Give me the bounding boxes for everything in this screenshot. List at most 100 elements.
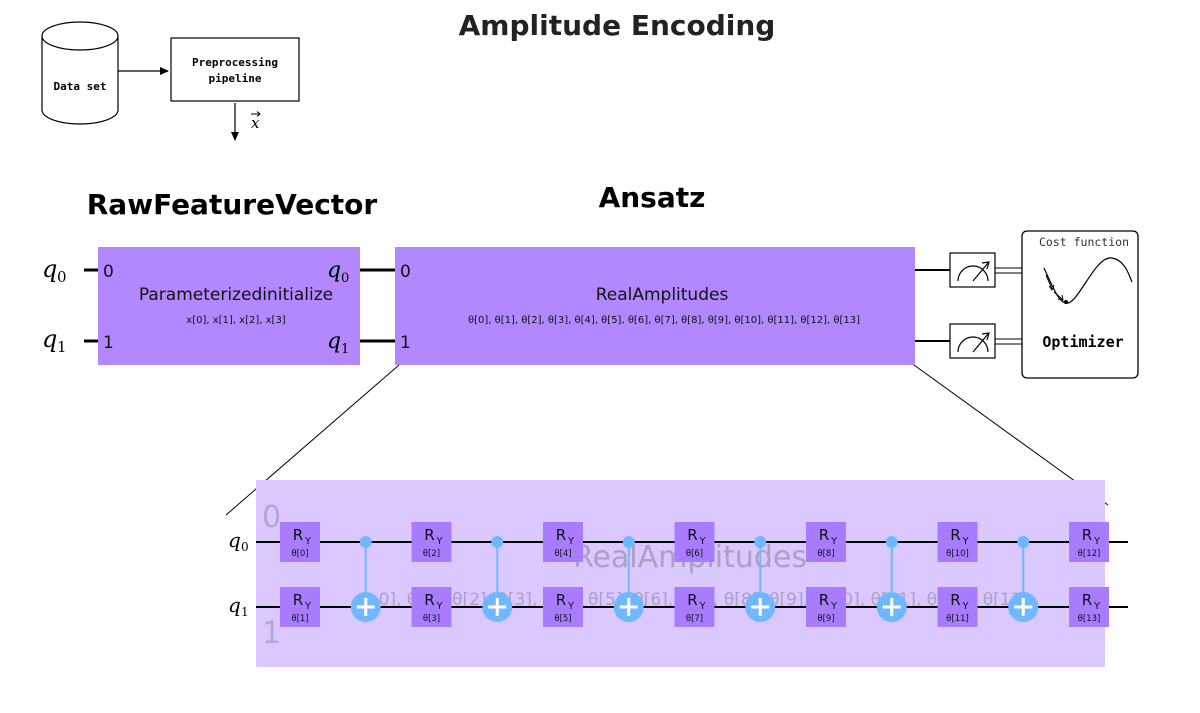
dataset-cylinder: Data set (41, 21, 119, 125)
gate-name: R (687, 526, 697, 544)
data-pipeline: Data set Preprocessing pipeline x (41, 21, 300, 141)
svg-text:1: 1 (341, 342, 349, 357)
svg-text:0: 0 (241, 540, 249, 554)
ansatz-box-params: θ[0], θ[1], θ[2], θ[3], θ[4], θ[5], θ[6]… (468, 315, 860, 326)
gate-name: R (424, 526, 434, 544)
gate-param: θ[7] (686, 614, 703, 624)
gate-param: θ[3] (423, 614, 440, 624)
gate-param: θ[11] (946, 614, 969, 624)
svg-text:q: q (327, 329, 341, 354)
zoom-line-left (225, 364, 400, 516)
gate-name: R (687, 591, 697, 609)
cnot-gate-4 (876, 536, 907, 622)
svg-text:1: 1 (57, 338, 67, 356)
gate-param: θ[13] (1078, 614, 1101, 624)
ansatz-heading: Ansatz (599, 181, 706, 214)
gate-subscript: Y (435, 536, 443, 547)
gate-param: θ[8] (817, 549, 834, 559)
gate-name: R (819, 526, 829, 544)
cost-function-label: Cost function (1039, 235, 1129, 249)
cnot-control (754, 536, 767, 548)
gate-name: R (293, 591, 303, 609)
ansatz-box: 0 1 RealAmplitudes θ[0], θ[1], θ[2], θ[3… (395, 247, 915, 365)
gate-subscript: Y (961, 536, 969, 547)
raw-feature-vector-heading: RawFeatureVector (87, 188, 378, 221)
preprocessing-label-line2: pipeline (209, 72, 262, 85)
page-title: Amplitude Encoding (459, 9, 776, 42)
gate-param: θ[6] (686, 549, 703, 559)
gate-param: θ[12] (1078, 549, 1101, 559)
ansatz-index-0: 0 (400, 262, 411, 282)
gate-subscript: Y (304, 536, 312, 547)
gate-subscript: Y (1093, 601, 1101, 612)
descent-arrows (1045, 274, 1064, 301)
gate-subscript: Y (567, 536, 575, 547)
gate-subscript: Y (304, 601, 312, 612)
cnot-control (491, 536, 504, 548)
cnot-control (1017, 536, 1030, 548)
gate-subscript: Y (830, 536, 838, 547)
gate-param: θ[10] (946, 549, 969, 559)
measure-icon-q1 (949, 323, 996, 359)
gate-subscript: Y (698, 601, 706, 612)
raw-box-params: x[0], x[1], x[2], x[3] (186, 315, 286, 326)
preprocessing-label-line1: Preprocessing (192, 56, 278, 69)
cnot-gate-3 (745, 536, 776, 622)
vector-symbol: x (251, 114, 260, 132)
svg-text:1: 1 (241, 605, 249, 619)
gate-name: R (1082, 526, 1092, 544)
qubit-label-q0: q 0 (42, 255, 67, 286)
gate-param: θ[0] (291, 549, 308, 559)
qubit-label-q1: q 1 (42, 325, 67, 356)
gate-param: θ[4] (554, 549, 571, 559)
gate-subscript: Y (567, 601, 575, 612)
expanded-q1-label: q 1 (228, 593, 249, 619)
ghost-index-0: 0 (262, 500, 281, 535)
gate-name: R (1082, 591, 1092, 609)
raw-box-q0-label: q 0 (327, 258, 349, 286)
expanded-circuit-panel: 0 1 RealAmplitudes 0], θ[1], θ[2], θ[3],… (256, 480, 1105, 667)
gate-name: R (950, 591, 960, 609)
gate-name: R (556, 591, 566, 609)
cnot-control (885, 536, 898, 548)
svg-text:q: q (42, 255, 57, 283)
gate-subscript: Y (830, 601, 838, 612)
ansatz-box-title: RealAmplitudes (596, 285, 729, 305)
cnot-gate-2 (613, 536, 644, 622)
cnot-control (359, 536, 372, 548)
raw-feature-vector-box: 0 1 Parameterizedinitialize x[0], x[1], … (98, 247, 360, 365)
svg-text:q: q (327, 258, 341, 283)
gate-param: θ[5] (554, 614, 571, 624)
gate-name: R (293, 526, 303, 544)
cnot-gate-1 (482, 536, 513, 622)
svg-text:0: 0 (57, 268, 67, 286)
ghost-index-1: 1 (262, 616, 281, 651)
cnot-control (622, 536, 635, 548)
gate-param: θ[9] (817, 614, 834, 624)
gate-subscript: Y (698, 536, 706, 547)
gate-param: θ[2] (423, 549, 440, 559)
measure-icon-q0 (949, 252, 996, 288)
vector-label: x (251, 111, 261, 132)
raw-index-1: 1 (103, 333, 114, 353)
svg-text:q: q (42, 325, 57, 353)
preprocessing-box: Preprocessing pipeline (170, 37, 300, 102)
optimizer-label: Optimizer (1042, 333, 1123, 351)
optimizer-box: Cost function Optimizer (1021, 230, 1139, 379)
raw-box-q1-label: q 1 (327, 329, 349, 357)
raw-box-title: Parameterizedinitialize (139, 285, 333, 305)
gate-subscript: Y (435, 601, 443, 612)
dataset-label: Data set (54, 80, 107, 93)
